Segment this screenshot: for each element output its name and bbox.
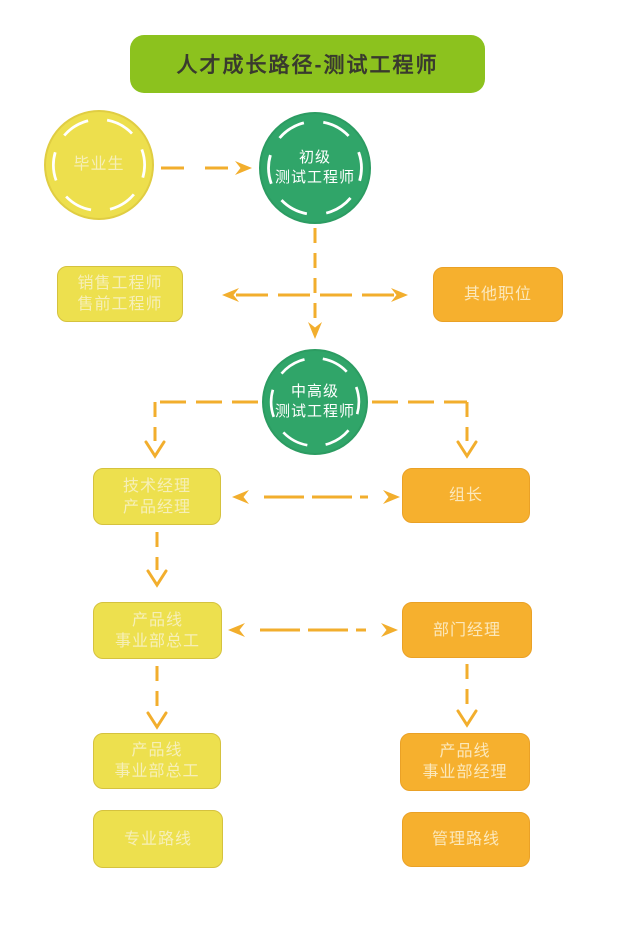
page-title-text: 人才成长路径-测试工程师 [176,54,439,77]
node-tech-manager-line2: 产品经理 [122,498,191,516]
node-sales-label: 销售工程师 售前工程师 [77,273,162,315]
connector-techmgr-teamleader [232,490,400,504]
node-graduate-label: 毕业生 [73,156,125,173]
node-team-leader: 组长 [402,468,530,523]
connector-linechief-deptmgr [228,623,398,637]
node-junior-test-engineer: 初级 测试工程师 [259,112,371,224]
node-sales-engineer: 销售工程师 售前工程师 [57,266,183,322]
node-management-route: 管理路线 [402,812,530,867]
dashed-ring-icon [269,356,361,448]
node-professional-route: 专业路线 [93,810,223,868]
node-tech-manager-label: 技术经理 产品经理 [123,476,191,518]
node-midsenior-test-engineer: 中高级 测试工程师 [262,349,368,455]
node-midsenior-line2: 测试工程师 [274,403,355,420]
node-other-positions: 其他职位 [433,267,563,322]
node-product-line-chief-a: 产品线 事业部总工 [93,602,222,659]
connector-junior-cross [222,228,408,339]
node-division-manager-label: 产品线 事业部经理 [422,741,507,783]
node-professional-route-label: 专业路线 [123,830,192,848]
node-tech-manager: 技术经理 产品经理 [93,468,221,525]
node-junior-line2: 测试工程师 [274,169,355,186]
node-product-line-chief-b-line2: 事业部总工 [114,763,200,780]
node-product-line-chief-b: 产品线 事业部总工 [93,733,221,789]
node-product-line-chief-a-line1: 产品线 [131,611,183,629]
connector-linechief-down [146,666,168,730]
connector-deptmgr-down [456,664,478,728]
connector-techmgr-down [146,532,168,588]
node-graduate: 毕业生 [44,110,154,220]
dashed-ring-icon [267,120,363,216]
node-product-line-chief-b-label: 产品线 事业部总工 [114,740,199,782]
node-product-line-chief-a-line2: 事业部总工 [114,632,200,650]
node-department-manager: 部门经理 [402,602,532,658]
node-division-manager: 产品线 事业部经理 [400,733,530,791]
node-midsenior-line1: 中高级 [290,383,339,400]
node-midsenior-label: 中高级 测试工程师 [275,382,355,422]
node-other-label: 其他职位 [463,286,532,303]
page-title: 人才成长路径-测试工程师 [130,35,485,93]
node-junior-line1: 初级 [298,149,331,166]
node-department-manager-label: 部门经理 [432,621,501,639]
node-management-route-label: 管理路线 [431,831,500,848]
node-product-line-chief-a-label: 产品线 事业部总工 [115,610,200,652]
node-tech-manager-line1: 技术经理 [122,477,191,495]
node-junior-label: 初级 测试工程师 [275,148,355,188]
node-sales-line2: 售前工程师 [77,296,163,313]
dashed-ring-icon [52,118,146,212]
node-team-leader-label: 组长 [448,487,483,504]
node-division-manager-line1: 产品线 [439,743,491,760]
node-product-line-chief-b-line1: 产品线 [131,742,183,759]
connector-graduate-to-junior [161,161,252,175]
node-division-manager-line2: 事业部经理 [422,764,508,781]
node-sales-line1: 销售工程师 [77,275,163,292]
